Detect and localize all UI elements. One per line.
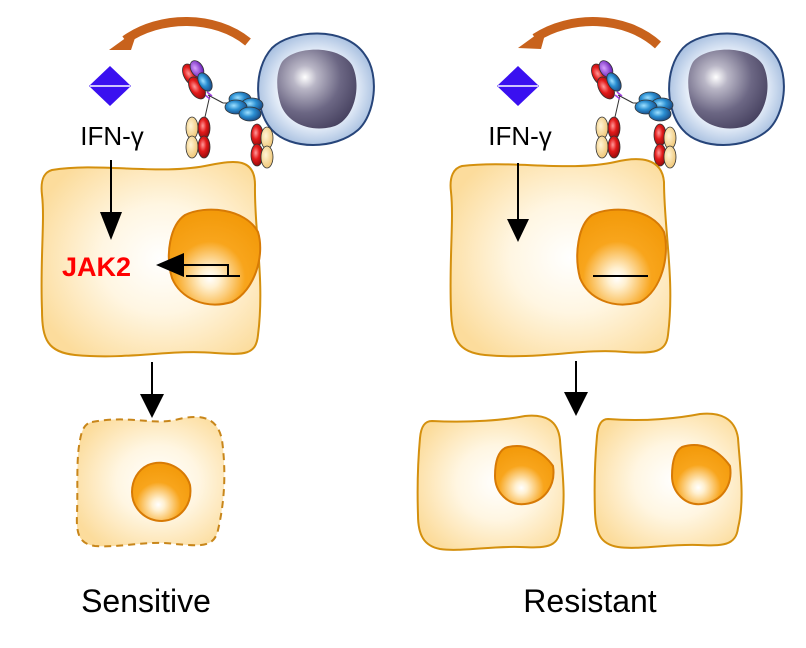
nucleus xyxy=(493,445,555,506)
panel-resistant: IFN-γ xyxy=(416,17,785,619)
tumor-cell xyxy=(449,158,672,358)
transcription-arrow-icon xyxy=(156,253,240,277)
gene-label: JAK2 xyxy=(62,252,131,282)
outcome-label: Resistant xyxy=(523,583,657,619)
t-cell-icon xyxy=(668,32,785,146)
nucleus xyxy=(167,208,262,306)
daughter-cell-right xyxy=(593,412,743,549)
dying-cell xyxy=(75,415,226,548)
antibody-complex-icon xyxy=(591,60,677,169)
nucleus xyxy=(130,461,192,523)
nucleus xyxy=(670,444,732,506)
panel-sensitive: IFN-γ xyxy=(40,17,375,619)
ifn-gamma-diamond-icon xyxy=(89,66,131,106)
feedback-arrow-icon xyxy=(518,17,662,49)
antibody-complex-icon xyxy=(182,60,274,169)
signal-arrow-icon xyxy=(100,160,122,240)
outcome-label: Sensitive xyxy=(81,583,211,619)
cytokine-label: IFN-γ xyxy=(488,121,552,151)
cytokine-label: IFN-γ xyxy=(80,121,144,151)
outcome-arrow-icon xyxy=(564,361,588,416)
ifn-gamma-diamond-icon xyxy=(497,66,539,106)
outcome-arrow-icon xyxy=(140,362,164,418)
daughter-cell-left xyxy=(416,414,565,551)
signal-arrow-icon xyxy=(507,163,529,242)
t-cell-icon xyxy=(257,32,375,146)
nucleus xyxy=(576,208,667,306)
feedback-arrow-icon xyxy=(109,17,251,50)
